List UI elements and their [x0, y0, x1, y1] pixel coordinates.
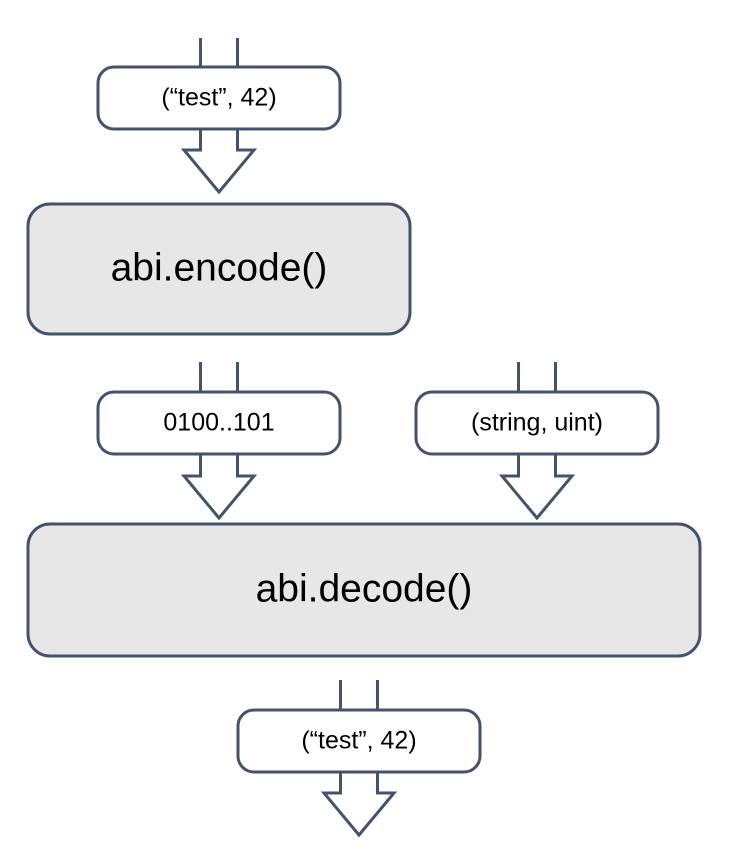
arrow-arrow-types-to-decode — [498, 452, 576, 521]
connectors-layer — [180, 38, 576, 838]
node-abi-decode[interactable]: abi.decode() — [26, 522, 702, 658]
node-type-tuple[interactable]: (string, uint) — [414, 390, 660, 456]
node-type-tuple-label: (string, uint) — [471, 409, 603, 437]
connector-stub-into-input — [199, 38, 239, 72]
arrow-arrow-output-down — [320, 770, 398, 838]
node-input-tuple[interactable]: (“test”, 42) — [96, 65, 342, 131]
node-encoded-bytes[interactable]: 0100..101 — [96, 390, 342, 456]
node-output-tuple-shape[interactable] — [236, 708, 482, 774]
arrow-arrow-encoded-to-decode — [180, 452, 258, 521]
connector-stub-into-output — [339, 680, 379, 715]
connector-stub-into-types — [517, 362, 557, 397]
node-output-tuple[interactable]: (“test”, 42) — [236, 708, 482, 774]
node-abi-encode-label: abi.encode() — [111, 246, 328, 289]
node-input-tuple-shape[interactable] — [96, 65, 342, 131]
node-input-tuple-label: (“test”, 42) — [161, 84, 276, 112]
node-type-tuple-shape[interactable] — [414, 390, 660, 456]
node-abi-encode-shape[interactable] — [26, 202, 412, 336]
arrow-arrow-input-to-encode — [180, 127, 258, 195]
node-abi-decode-shape[interactable] — [26, 522, 702, 658]
node-abi-decode-label: abi.decode() — [256, 567, 473, 610]
node-encoded-bytes-label: 0100..101 — [163, 409, 274, 437]
node-encoded-bytes-shape[interactable] — [96, 390, 342, 456]
node-abi-encode[interactable]: abi.encode() — [26, 202, 412, 336]
node-output-tuple-label: (“test”, 42) — [301, 727, 416, 755]
connector-stub-into-encoded — [199, 362, 239, 397]
nodes-layer: (“test”, 42) abi.encode() 0100..101 (string… — [26, 65, 702, 774]
